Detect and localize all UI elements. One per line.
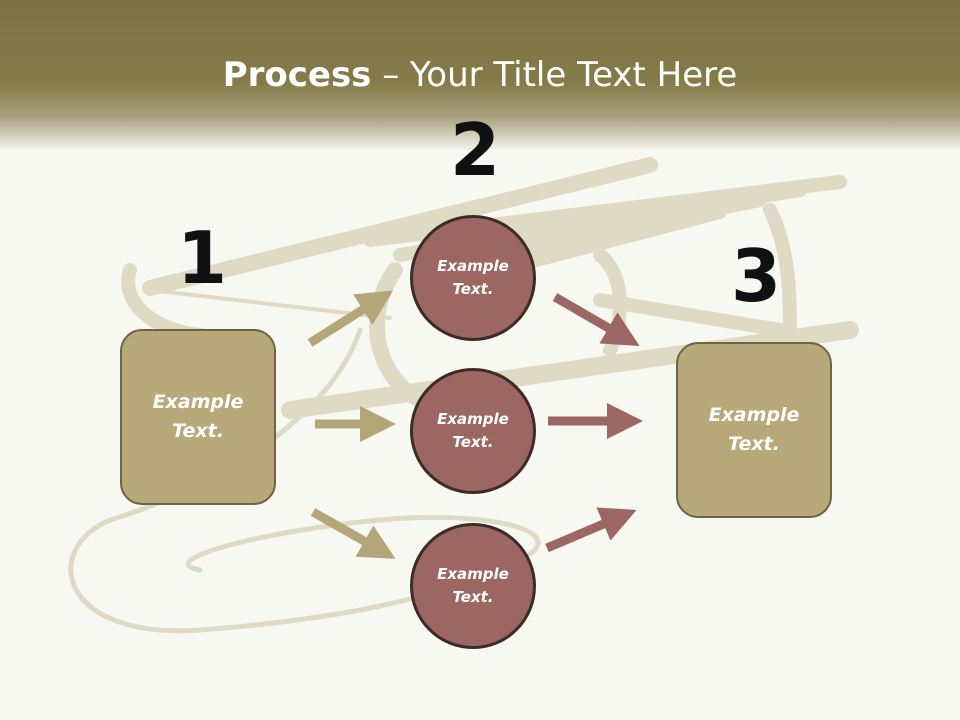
title-banner [0, 0, 960, 150]
circle-middle-label: Example Text. [437, 410, 509, 451]
step-2-circle-top: Example Text. [410, 215, 536, 341]
step-2-circle-bottom: Example Text. [410, 523, 536, 649]
step-1-box: Example Text. [120, 329, 276, 505]
step-3-label: Example Text. [708, 404, 800, 455]
arrow-circle3-to-box3 [545, 507, 637, 553]
step-number-1: 1 [177, 216, 228, 300]
step-1-label: Example Text. [152, 391, 244, 442]
circle-top-label: Example Text. [437, 257, 509, 298]
step-3-box: Example Text. [676, 342, 832, 518]
step-2-circle-middle: Example Text. [410, 368, 536, 494]
title-bold: Process [222, 55, 372, 95]
arrow-circle1-to-box3 [552, 293, 640, 347]
circle-bottom-label: Example Text. [437, 565, 509, 606]
arrow-box1-to-circle1 [307, 290, 394, 347]
step-number-2: 2 [450, 108, 501, 192]
slide-title: Process – Your Title Text Here [0, 52, 960, 98]
arrow-box1-to-circle3 [310, 508, 396, 559]
step-number-3: 3 [731, 234, 782, 318]
title-rest: – Your Title Text Here [371, 55, 738, 95]
